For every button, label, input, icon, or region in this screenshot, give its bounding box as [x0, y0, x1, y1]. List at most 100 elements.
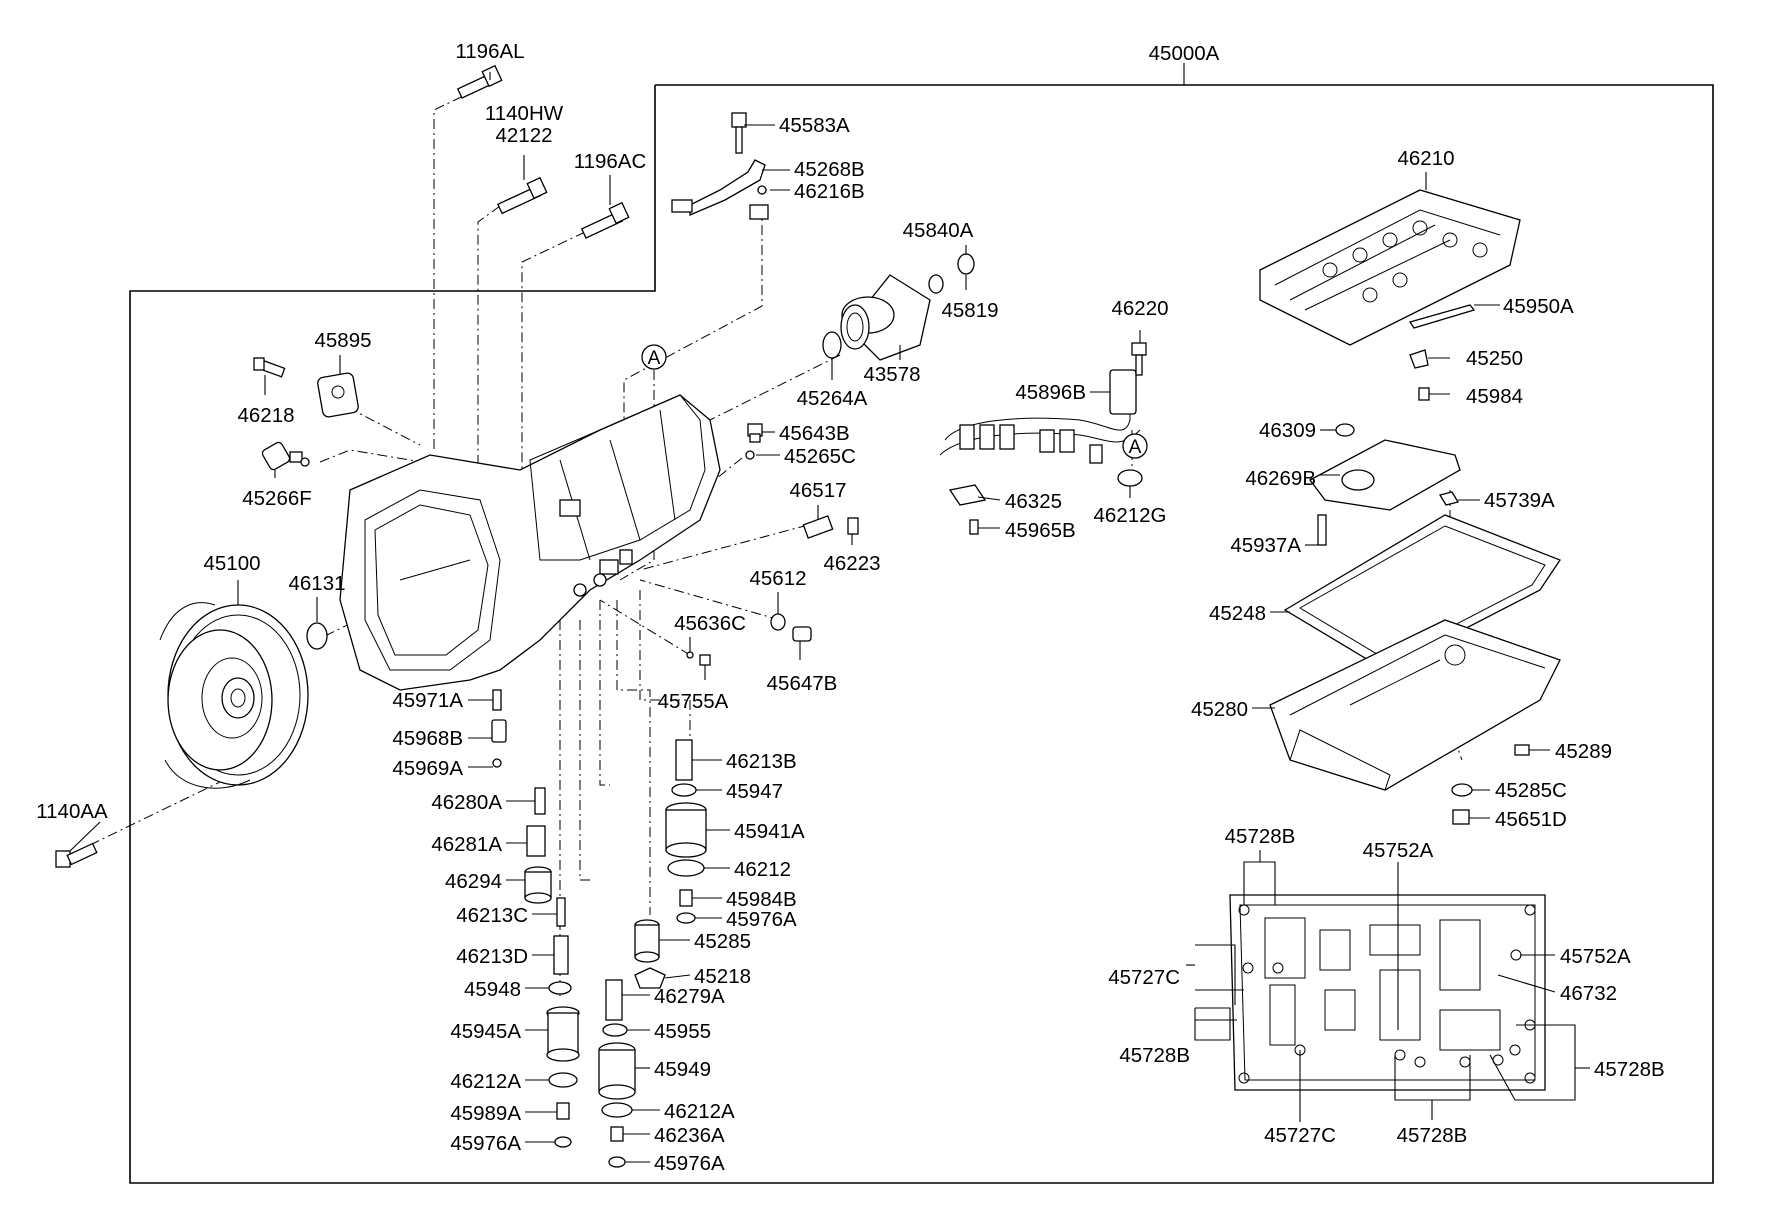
label-46325: 46325 — [1005, 490, 1062, 513]
plug-45218-icon — [634, 967, 666, 989]
label-42122: 42122 — [495, 124, 552, 147]
label-45976A-bottom: 45976A — [654, 1152, 725, 1175]
strainer-46269B-icon — [1309, 439, 1461, 511]
callout-a-top: A — [641, 344, 667, 370]
spring-46213B-icon — [675, 739, 693, 781]
bolt-1196AL-icon — [456, 64, 503, 99]
piston-45941A-icon — [665, 802, 707, 858]
label-45945A: 45945A — [450, 1020, 521, 1043]
label-45264A: 45264A — [797, 387, 868, 410]
washer-45285C-icon — [1451, 783, 1473, 797]
label-45250: 45250 — [1466, 347, 1523, 370]
spring-46279A-icon — [605, 979, 623, 1021]
label-46213D: 46213D — [456, 945, 528, 968]
bolt-46220-icon — [1131, 342, 1147, 376]
label-1196AC: 1196AC — [574, 150, 647, 173]
connector-46223-icon — [847, 517, 859, 535]
fitting-45266F-icon — [261, 441, 310, 471]
spring-46213C-icon — [556, 897, 566, 927]
label-45289: 45289 — [1555, 740, 1612, 763]
left-column-parts — [491, 689, 580, 1148]
oring-46212A-left-icon — [548, 1072, 578, 1088]
seal-45819-icon — [957, 253, 975, 275]
label-46309: 46309 — [1259, 419, 1316, 442]
oil-pan-45280-icon — [1269, 619, 1561, 791]
middle-column-parts — [598, 739, 707, 1168]
bolt-46218-icon — [253, 357, 286, 378]
label-45100: 45100 — [203, 552, 260, 575]
transmission-case-icon — [339, 394, 721, 691]
ball-45969A-icon — [492, 758, 502, 768]
label-45739A: 45739A — [1484, 489, 1555, 512]
label-1140HW: 1140HW — [485, 102, 564, 125]
label-45583A: 45583A — [779, 114, 850, 137]
plug-45755A-icon — [699, 654, 711, 666]
label-45971A: 45971A — [392, 689, 463, 712]
bracket-45268B-icon — [671, 159, 769, 220]
assembly-frame-45000A — [129, 84, 1714, 1184]
label-45984B: 45984B — [726, 888, 797, 911]
part-number-labels: 45000A 1196AL 1140HW 42122 1196AC 45583A… — [36, 40, 1664, 1175]
clip-45739A-icon — [1438, 491, 1460, 506]
refline-45636C — [599, 599, 691, 656]
label-45728B-top: 45728B — [1225, 825, 1296, 848]
label-46216B: 46216B — [794, 180, 865, 203]
label-46131: 46131 — [288, 572, 345, 595]
oring-45612-icon — [770, 613, 786, 631]
bolt-45289-icon — [1514, 744, 1530, 756]
label-45937A: 45937A — [1230, 534, 1301, 557]
spring-46213D-icon — [553, 935, 569, 975]
callout-a-harness-text: A — [1129, 437, 1142, 458]
label-45976A-left: 45976A — [450, 1132, 521, 1155]
bolt-45989A-icon — [556, 1102, 570, 1120]
washer-45976A-left-icon — [554, 1136, 572, 1148]
label-43578: 43578 — [863, 363, 920, 386]
label-45268B: 45268B — [794, 158, 865, 181]
oring-45265C-icon — [745, 450, 755, 460]
assembly-frames — [129, 63, 1714, 1184]
label-45984: 45984 — [1466, 385, 1523, 408]
callout-a-harness: A — [1122, 433, 1148, 459]
label-46279A: 46279A — [654, 985, 725, 1008]
refline-45268B — [623, 205, 763, 430]
label-46218: 46218 — [237, 404, 294, 427]
bolt-45937A-icon — [1317, 514, 1327, 546]
oring-45947-icon — [671, 783, 697, 797]
label-1140AA: 1140AA — [36, 800, 108, 823]
oring-46216B-icon — [757, 185, 767, 195]
callout-a-top-text: A — [648, 348, 661, 369]
leader-lines — [69, 72, 1590, 1163]
label-45755A: 45755A — [658, 690, 729, 713]
label-46210: 46210 — [1397, 147, 1454, 170]
label-45989A: 45989A — [450, 1102, 521, 1125]
separator-plate-icon — [1229, 894, 1546, 1091]
label-45248: 45248 — [1209, 602, 1266, 625]
oring-46212G-icon — [1117, 469, 1143, 487]
label-45218: 45218 — [694, 965, 751, 988]
refline-45612 — [639, 579, 781, 621]
label-46212A-left: 46212A — [450, 1070, 521, 1093]
label-45819: 45819 — [941, 299, 998, 322]
oring-45948-icon — [548, 981, 572, 995]
label-45947: 45947 — [726, 780, 783, 803]
refline-column-mid-2 — [616, 600, 651, 915]
label-45612: 45612 — [749, 567, 806, 590]
sensor-45895-icon — [317, 372, 359, 418]
label-45968B: 45968B — [392, 727, 463, 750]
refline-column-right — [639, 590, 691, 750]
label-45728B-left: 45728B — [1119, 1044, 1190, 1067]
bolt-1196AC-icon — [580, 201, 630, 239]
label-46213B: 46213B — [726, 750, 797, 773]
label-46517: 46517 — [789, 479, 846, 502]
label-46281A: 46281A — [431, 833, 502, 856]
label-45280: 45280 — [1191, 698, 1248, 721]
label-45651D: 45651D — [1495, 808, 1567, 831]
piston-45945A-icon — [546, 1006, 580, 1062]
label-46213C: 46213C — [456, 904, 528, 927]
label-45727C-bottom: 45727C — [1264, 1124, 1336, 1147]
oring-45264A-icon — [822, 331, 842, 359]
extension-housing-43578-icon — [840, 274, 931, 361]
bolt-1140AA-icon — [55, 842, 98, 868]
label-46212A-right: 46212A — [664, 1100, 735, 1123]
wiring-harness-45896B-icon — [939, 369, 1141, 506]
